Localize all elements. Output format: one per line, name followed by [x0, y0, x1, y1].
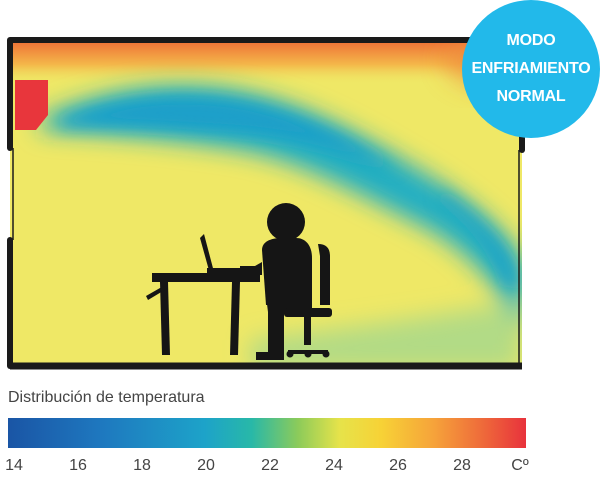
tick-label: 24 [325, 457, 343, 474]
office-chair-icon [284, 244, 332, 358]
air-conditioner-icon [15, 80, 48, 130]
tick-label: 14 [5, 457, 23, 474]
tick-label: 22 [261, 457, 279, 474]
desk-icon [146, 273, 260, 355]
tick-label: 20 [197, 457, 215, 474]
badge-line-2: ENFRIAMIENTO [471, 60, 591, 77]
cooling-mode-badge: MODO ENFRIAMIENTO NORMAL [462, 0, 600, 138]
legend-title: Distribución de temperatura [8, 389, 205, 406]
temperature-field [10, 40, 522, 365]
badge-line-1: MODO [506, 32, 556, 49]
tick-label: 16 [69, 457, 87, 474]
tick-label: 28 [453, 457, 471, 474]
tick-label: 26 [389, 457, 407, 474]
tick-label: 18 [133, 457, 151, 474]
tick-label: Cº [511, 457, 529, 474]
badge-line-3: NORMAL [496, 88, 566, 105]
temperature-scale-bar [8, 418, 526, 448]
